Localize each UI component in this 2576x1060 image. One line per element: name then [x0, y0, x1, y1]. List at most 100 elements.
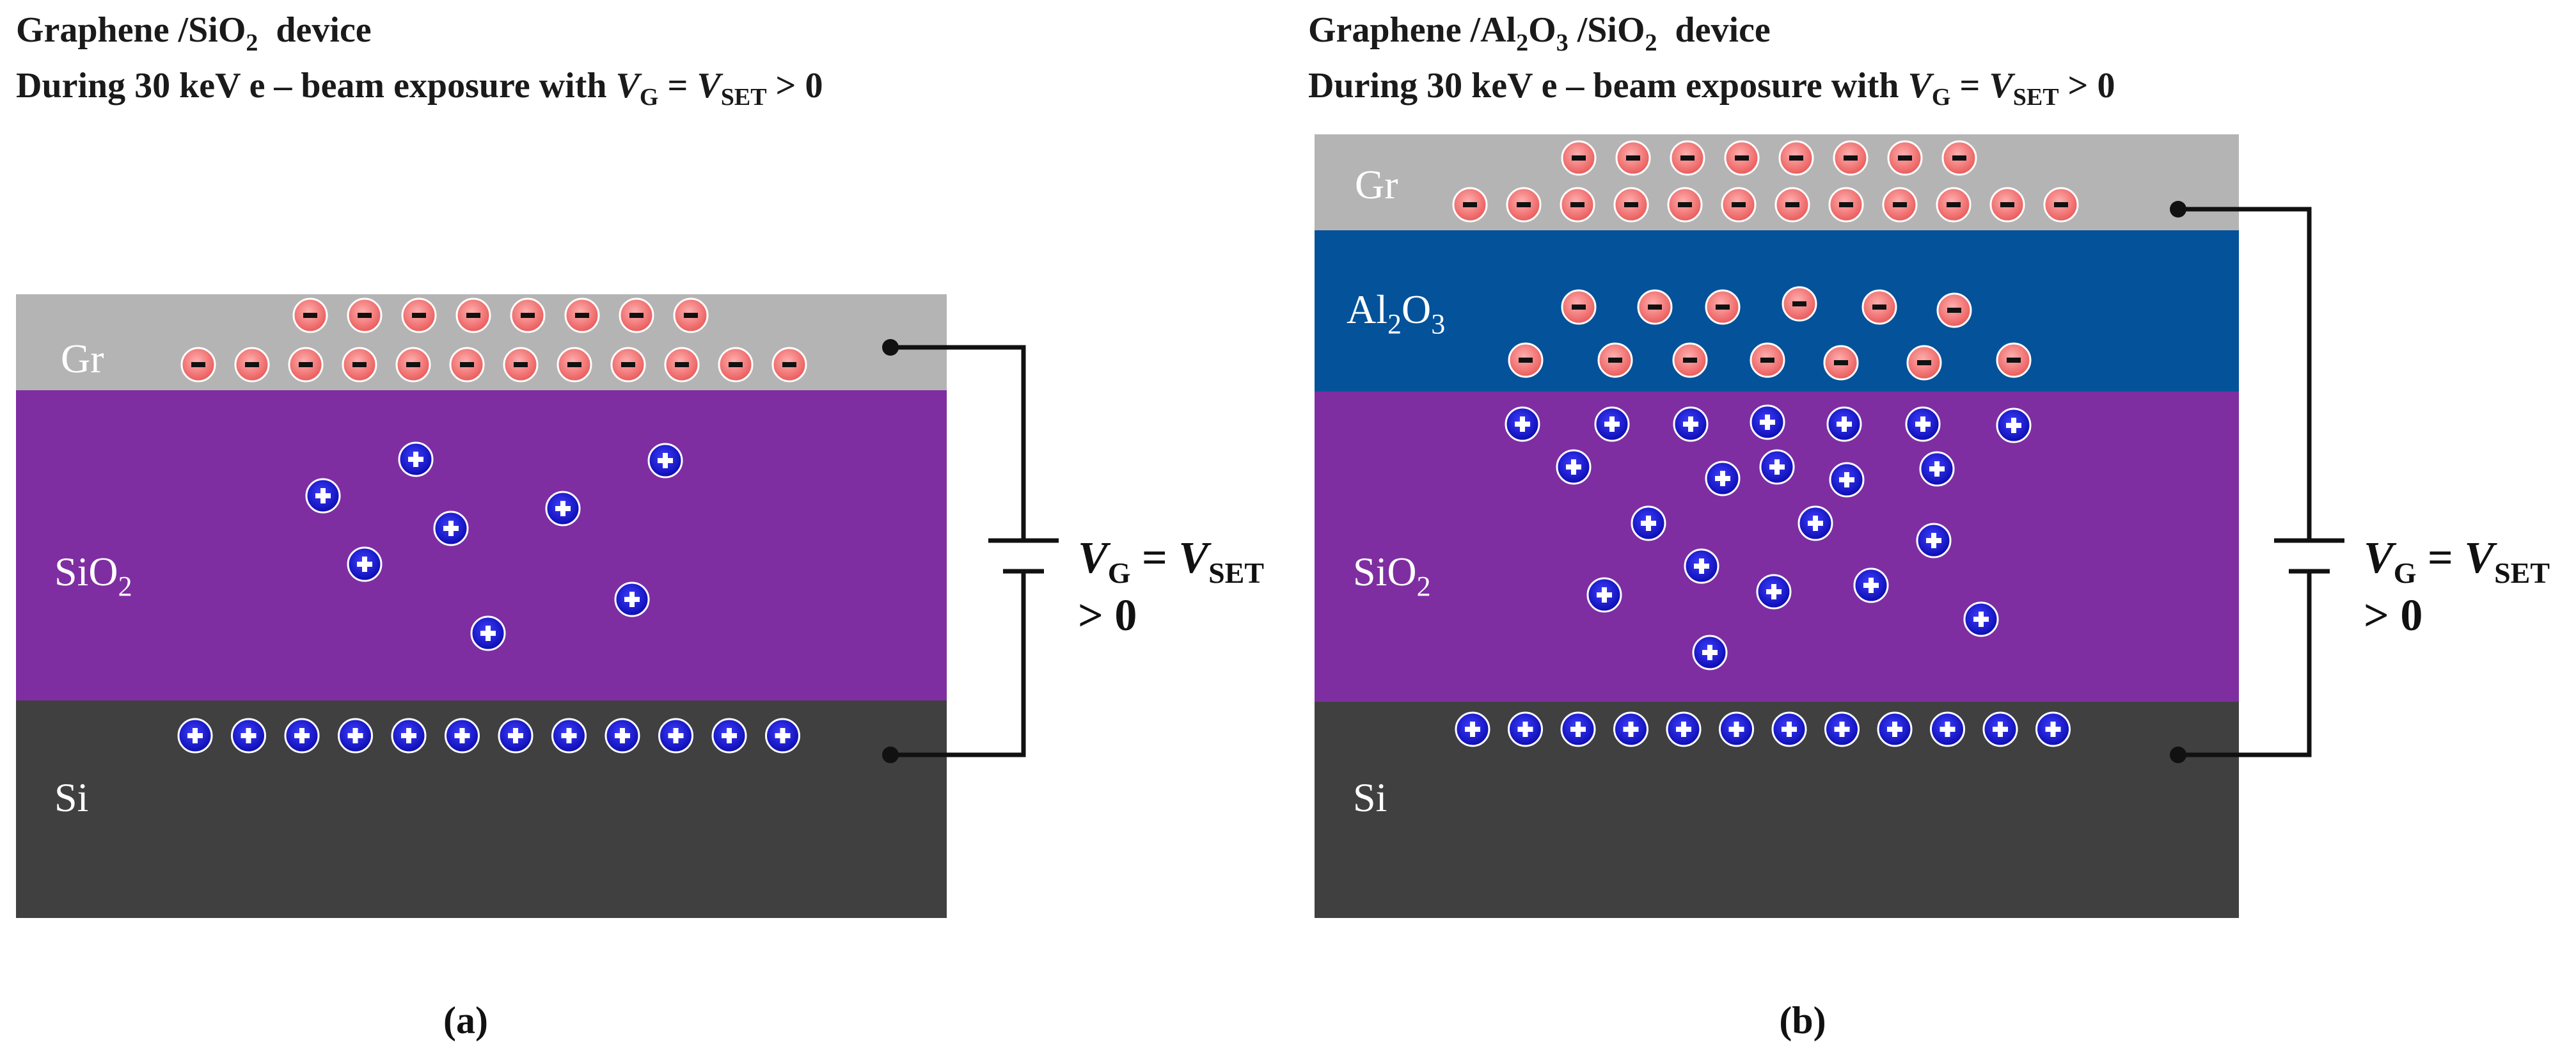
panel-b-negative-charge: [1861, 289, 1897, 325]
panel-a-positive-charge: [347, 546, 383, 582]
panel-b-negative-charge: [1613, 187, 1649, 223]
panel-a-positive-charge: [711, 718, 747, 754]
panel-b-negative-charge: [1936, 292, 1972, 328]
panel-a-positive-charge: [338, 718, 373, 754]
panel-a-negative-charge: [234, 347, 270, 383]
panel-a-negative-charge: [664, 347, 700, 383]
panel-b-negative-charge: [1637, 289, 1673, 325]
panel-a-positive-charge: [391, 718, 427, 754]
panel-a-positive-charge: [614, 581, 650, 617]
panel-b-positive-charge: [1673, 406, 1709, 442]
panel-b-positive-charge: [1771, 711, 1807, 747]
panel-a-negative-charge: [564, 297, 600, 333]
panel-a-negative-charge: [619, 297, 654, 333]
panel-b: Graphene /Al2O3 /SiO2 device During 30 k…: [1308, 10, 2550, 1041]
panel-b-positive-charge: [1798, 505, 1833, 541]
panel-b-positive-charge: [1930, 711, 1965, 747]
panel-b-negative-charge: [1882, 187, 1918, 223]
panel-b-positive-charge: [1705, 461, 1741, 496]
panel-b-positive-charge: [1829, 462, 1865, 498]
panel-a-negative-charge: [673, 297, 709, 333]
panel-b-positive-charge: [1824, 711, 1860, 747]
panel-b-positive-charge: [2035, 711, 2071, 747]
panel-a-positive-charge: [231, 718, 266, 754]
panel-b-circuit-wire: [2178, 207, 2312, 757]
panel-b-positive-charge: [1455, 711, 1490, 747]
panel-b-negative-charge: [1670, 140, 1705, 176]
panel-b-positive-charge: [1756, 574, 1792, 610]
panel-a-charges: [177, 297, 807, 754]
panel-b-negative-charge: [1667, 187, 1703, 223]
panel-a-sio2-label: SiO2: [54, 549, 132, 602]
panel-b-negative-charge: [1887, 140, 1923, 176]
panel-b-negative-charge: [1996, 342, 2032, 378]
panel-a-gr-label: Gr: [61, 336, 104, 381]
panel-b-negative-charge: [1936, 187, 1972, 223]
panel-b-positive-charge: [1759, 449, 1795, 485]
panel-b-negative-charge: [1906, 345, 1942, 381]
panel-b-voltage-label-line2: > 0: [2364, 591, 2422, 640]
panel-b-charges: [1452, 140, 2079, 747]
panel-b-positive-charge: [1719, 711, 1754, 747]
panel-b-title-line2: During 30 keV e – beam exposure with VG …: [1308, 66, 2115, 111]
panel-b-negative-charge: [1705, 289, 1741, 325]
panel-a-positive-charge: [765, 718, 800, 754]
panel-b-negative-charge: [1941, 140, 1977, 176]
panel-b-negative-charge: [1778, 140, 1814, 176]
panel-b-negative-charge: [1989, 187, 2025, 223]
panel-b-sio2-layer: [1315, 392, 2239, 702]
panel-a-positive-charge: [551, 718, 587, 754]
panel-a-positive-charge: [545, 491, 581, 526]
panel-a-positive-charge: [470, 615, 506, 651]
panel-b-positive-charge: [1560, 711, 1596, 747]
panel-b-negative-charge: [1597, 342, 1633, 378]
panel-b-positive-charge: [1996, 407, 2032, 443]
panel-a-negative-charge: [395, 347, 431, 383]
panel-a-circuit-wire: [890, 345, 1026, 757]
panel-b-negative-charge: [1615, 140, 1651, 176]
panel-b-positive-charge: [1919, 451, 1955, 487]
panel-a-title-line2: During 30 keV e – beam exposure with VG …: [16, 66, 823, 111]
panel-a-negative-charge: [180, 347, 216, 383]
panel-b-negative-charge: [1782, 286, 1817, 322]
panel-b-negative-charge: [1506, 187, 1542, 223]
panel-b-positive-charge: [1508, 711, 1543, 747]
panel-b-positive-charge: [1631, 505, 1666, 541]
panel-a-negative-charge: [292, 297, 328, 333]
panel-a-negative-charge: [347, 297, 383, 333]
panel-b-gr-label: Gr: [1355, 162, 1398, 207]
panel-b-negative-charge: [1561, 289, 1597, 325]
panel-a-si-label: Si: [54, 775, 88, 820]
panel-b-positive-charge: [1826, 406, 1862, 442]
panel-b-positive-charge: [1692, 635, 1728, 670]
panel-b-negative-charge: [1721, 187, 1757, 223]
panel-b-negative-charge: [1774, 187, 1810, 223]
panel-b-positive-charge: [1613, 711, 1648, 747]
panel-b-voltage-label-line1: VG = VSET: [2364, 534, 2550, 589]
panel-b-bottom-contact: [2170, 747, 2186, 763]
panel-a-positive-charge: [604, 718, 640, 754]
panel-a-si-layer: [16, 700, 947, 918]
panel-b-positive-charge: [1853, 567, 1889, 603]
panel-b-negative-charge: [1750, 342, 1785, 378]
panel-a-negative-charge: [503, 347, 539, 383]
panel-b-sio2-label: SiO2: [1353, 549, 1431, 602]
panel-a-sio2-layer: [16, 390, 947, 700]
panel-b-title-line1: Graphene /Al2O3 /SiO2 device: [1308, 10, 1771, 56]
panel-a-positive-charge: [647, 443, 683, 479]
panel-b-al2o3-label: Al2O3: [1347, 287, 1445, 340]
panel-b-negative-charge: [1823, 345, 1859, 381]
panel-b-negative-charge: [1833, 140, 1869, 176]
panel-a-negative-charge: [449, 347, 485, 383]
panel-b-negative-charge: [1828, 187, 1864, 223]
panel-a-positive-charge: [284, 718, 320, 754]
panel-a-negative-charge: [771, 347, 807, 383]
panel-b-positive-charge: [1594, 406, 1630, 442]
panel-a-positive-charge: [177, 718, 213, 754]
panel-b-negative-charge: [1508, 342, 1544, 378]
panel-b-positive-charge: [1666, 711, 1702, 747]
panel-a-negative-charge: [510, 297, 546, 333]
panel-b-top-contact: [2170, 201, 2186, 218]
panel-b-graphene-layer: [1315, 134, 2239, 230]
panel-b-si-label: Si: [1353, 775, 1387, 820]
